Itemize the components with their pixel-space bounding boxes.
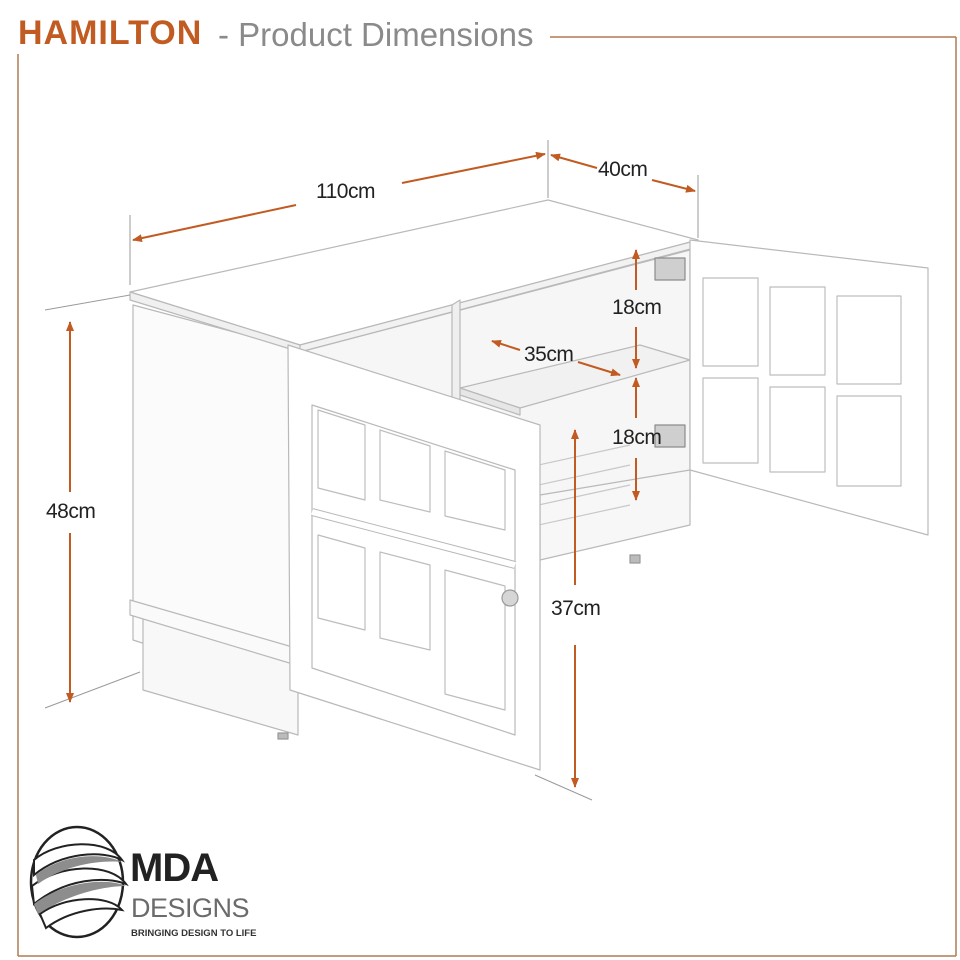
logo-name: MDA [130,846,219,890]
lower-shelf-label: 18cm [612,426,662,449]
door-height-label: 37cm [551,597,601,620]
logo-tagline: BRINGING DESIGN TO LIFE [131,928,257,939]
height-label: 48cm [46,500,96,523]
brand-title: HAMILTON [18,14,203,52]
width-label: 110cm [316,180,375,203]
depth-label: 40cm [598,158,648,181]
logo-subtitle: DESIGNS [131,893,250,923]
page-subtitle: - Product Dimensions [218,16,534,53]
shelf-depth-label: 35cm [524,343,574,366]
upper-shelf-label: 18cm [612,296,662,319]
mda-logo-icon [29,825,129,939]
